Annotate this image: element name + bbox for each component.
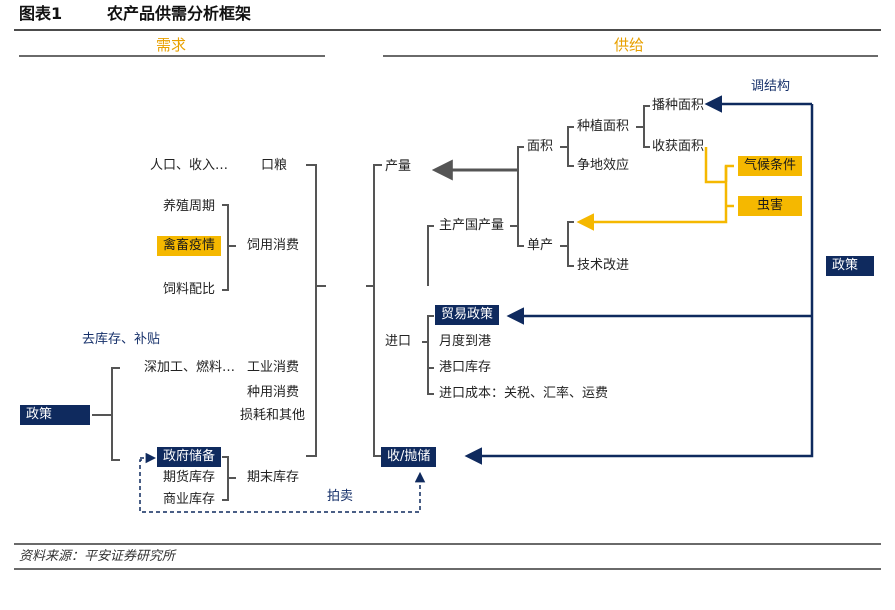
figure-title: 农产品供需分析框架 [107, 4, 252, 23]
yield-label: 单产 [527, 238, 554, 253]
deep-processing-label: 深加工、燃料… [144, 360, 236, 375]
feed-consumption-label: 饲用消费 [247, 238, 300, 253]
bracket-mianji-danchan [517, 146, 524, 247]
pests-box: 虫害 [738, 196, 802, 216]
auction-label: 拍卖 [327, 489, 354, 504]
tech-improvement-label: 技术改进 [577, 258, 630, 273]
livestock-epidemic-box: 禽畜疫情 [157, 236, 222, 256]
gold-to-shouhuo [704, 147, 726, 184]
import-cost-label: 进口成本：关税、汇率、运费 [439, 386, 609, 401]
population-income-label: 人口、收入… [150, 158, 229, 173]
seed-consumption-label: 种用消费 [247, 385, 300, 400]
import-label: 进口 [385, 334, 412, 349]
arrow-to-shoupao [464, 104, 814, 465]
futures-stock-label: 期货库存 [163, 470, 216, 485]
monthly-arrivals-label: 月度到港 [439, 334, 492, 349]
bracket-mianji [567, 126, 574, 167]
loss-other-label: 损耗和其他 [240, 408, 306, 423]
bracket-import [427, 315, 434, 395]
collect-release-reserve-box: 收/抛储 [381, 447, 437, 467]
arrow-to-danchan [576, 164, 734, 231]
planting-area-label: 种植面积 [577, 119, 630, 134]
policy-box-right: 政策 [826, 256, 874, 276]
bracket-policy [111, 367, 120, 461]
ending-stock-label: 期末库存 [247, 470, 300, 485]
restructure-label: 调结构 [751, 79, 791, 94]
policy-box-left: 政策 [20, 405, 90, 425]
trade-policy-box: 贸易政策 [435, 305, 500, 325]
figure-number: 图表1 [19, 4, 63, 23]
supply-header: 供给 [614, 36, 645, 54]
industrial-consumption-label: 工业消费 [247, 360, 300, 375]
breeding-cycle-label: 养殖周期 [163, 199, 216, 214]
paimai-loop [139, 459, 426, 513]
production-label: 产量 [385, 159, 412, 174]
main-producer-output-label: 主产国产量 [439, 218, 505, 233]
bracket-demand [306, 164, 317, 457]
bracket-siyong [222, 204, 229, 291]
bracket-zhongzhi [643, 105, 650, 148]
harvest-area-label: 收获面积 [652, 139, 705, 154]
area-label: 面积 [527, 139, 554, 154]
feed-ratio-label: 饲料配比 [163, 282, 216, 297]
government-reserve-box: 政府储备 [157, 447, 222, 467]
bracket-danchan [567, 221, 574, 267]
demand-header: 需求 [156, 36, 187, 54]
sown-area-label: 播种面积 [652, 98, 705, 113]
land-competition-label: 争地效应 [577, 158, 630, 173]
climate-box: 气候条件 [738, 156, 802, 176]
source-note: 资料来源：平安证券研究所 [19, 549, 176, 564]
port-stock-label: 港口库存 [439, 360, 492, 375]
commercial-stock-label: 商业库存 [163, 492, 216, 507]
bracket-supply [373, 164, 382, 457]
bracket-qimo [222, 456, 229, 501]
food-grain-label: 口粮 [261, 158, 288, 173]
destock-subsidy-label: 去库存、补贴 [82, 332, 161, 347]
